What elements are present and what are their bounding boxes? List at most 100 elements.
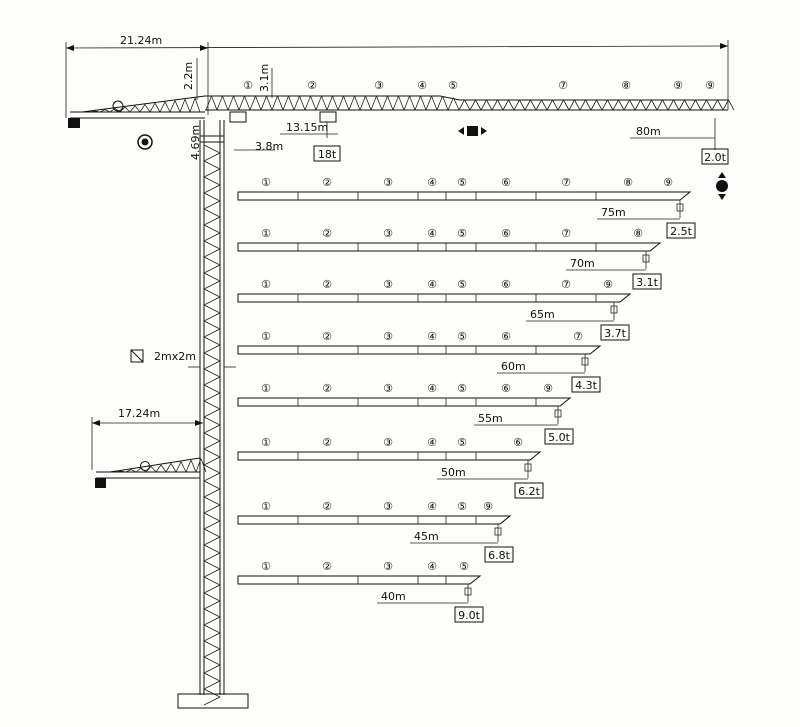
section-marker: ② <box>322 330 332 343</box>
load-label: 3.7t <box>604 327 626 340</box>
load-label: 2.5t <box>670 225 692 238</box>
cathead-height-label: 2.2m <box>182 62 195 90</box>
section-marker: ② <box>322 278 332 291</box>
tip-load-box <box>701 148 729 165</box>
section-marker: ⑤ <box>457 330 467 343</box>
section-marker: ① <box>261 500 271 513</box>
section-marker: ⑧ <box>633 227 643 240</box>
section-marker: ④ <box>427 330 437 343</box>
section-marker: ① <box>261 560 271 573</box>
reach-label: 45m <box>414 530 439 543</box>
section-marker: ② <box>307 79 317 92</box>
config-65m: ① ② ③ ④ ⑤ ⑥ ⑦ ⑨ 65m 3.7t <box>237 278 632 341</box>
reach-label: 55m <box>478 412 503 425</box>
section-marker: ① <box>261 176 271 189</box>
section-marker: ① <box>261 382 271 395</box>
top-boom <box>205 95 735 138</box>
section-marker: ② <box>322 382 332 395</box>
lower-counter-jib: 17.24m <box>91 407 207 488</box>
section-marker: ⑤ <box>457 500 467 513</box>
tower-section-label: 2mx2m <box>154 350 196 363</box>
section-marker: ⑨ <box>705 79 715 92</box>
lower-jib-length-label: 17.24m <box>118 407 160 420</box>
section-marker: ④ <box>427 382 437 395</box>
reach-label: 65m <box>530 308 555 321</box>
max-load-label: 18t <box>318 148 337 161</box>
section-marker: ⑨ <box>603 278 613 291</box>
section-marker: ③ <box>383 560 393 573</box>
section-marker: ④ <box>427 227 437 240</box>
section-marker: ③ <box>383 382 393 395</box>
section-marker: ① <box>261 227 271 240</box>
section-marker: ⑨ <box>663 176 673 189</box>
jib-length-label: 21.24m <box>120 34 162 47</box>
load-label: 6.8t <box>488 549 510 562</box>
section-marker: ③ <box>383 278 393 291</box>
section-marker: ④ <box>427 176 437 189</box>
load-box <box>571 376 601 393</box>
section-marker: ② <box>322 227 332 240</box>
tower-mast <box>177 120 249 709</box>
winch-icon <box>112 100 124 112</box>
section-marker: ③ <box>383 330 393 343</box>
section-marker: ① <box>261 278 271 291</box>
section-marker: ④ <box>427 560 437 573</box>
section-marker: ⑨ <box>673 79 683 92</box>
section-marker: ⑥ <box>513 436 523 449</box>
section-marker: ⑦ <box>561 278 571 291</box>
section-marker: ⑥ <box>501 330 511 343</box>
config-75m: ① ② ③ ④ ⑤ ⑥ ⑦ ⑧ ⑨ 75m 2.5t <box>237 176 696 239</box>
section-marker: ⑨ <box>543 382 553 395</box>
section-marker: ⑤ <box>459 560 469 573</box>
section-marker: ⑤ <box>457 227 467 240</box>
reach-label: 75m <box>601 206 626 219</box>
section-marker: ③ <box>383 176 393 189</box>
load-label: 6.2t <box>518 485 540 498</box>
section-marker: ③ <box>383 227 393 240</box>
section-marker: ② <box>322 176 332 189</box>
section-marker: ④ <box>427 278 437 291</box>
section-marker: ① <box>261 436 271 449</box>
reach-label: 40m <box>381 590 406 603</box>
load-box <box>544 428 574 445</box>
load-label: 4.3t <box>575 379 597 392</box>
slew-direction-icon <box>458 126 487 136</box>
load-label: 5.0t <box>548 431 570 444</box>
top-reach-label: 80m <box>636 125 661 138</box>
offset-label: 3.8m <box>255 140 283 153</box>
section-marker: ⑥ <box>501 176 511 189</box>
section-marker: ③ <box>383 500 393 513</box>
boom-depth-label: 3.1m <box>258 64 271 92</box>
reach-label: 70m <box>570 257 595 270</box>
foundation <box>177 693 249 709</box>
section-marker: ① <box>243 79 253 92</box>
max-load-box <box>313 145 341 162</box>
section-marker: ⑥ <box>501 227 511 240</box>
section-marker: ⑤ <box>457 278 467 291</box>
section-marker: ⑦ <box>561 176 571 189</box>
load-box <box>666 222 696 239</box>
section-marker: ② <box>322 560 332 573</box>
section-marker: ③ <box>374 79 384 92</box>
reach-label: 50m <box>441 466 466 479</box>
section-marker: ⑧ <box>621 79 631 92</box>
section-marker: ④ <box>427 500 437 513</box>
section-marker: ⑤ <box>457 382 467 395</box>
section-marker: ④ <box>417 79 427 92</box>
tip-load-label: 2.0t <box>704 151 726 164</box>
load-box <box>632 273 662 290</box>
section-marker: ⑤ <box>448 79 458 92</box>
section-marker: ⑦ <box>561 227 571 240</box>
section-marker: ⑨ <box>483 500 493 513</box>
hoist-direction-icon <box>716 172 728 200</box>
load-box <box>484 546 514 563</box>
section-marker: ⑥ <box>501 382 511 395</box>
section-marker: ② <box>322 436 332 449</box>
